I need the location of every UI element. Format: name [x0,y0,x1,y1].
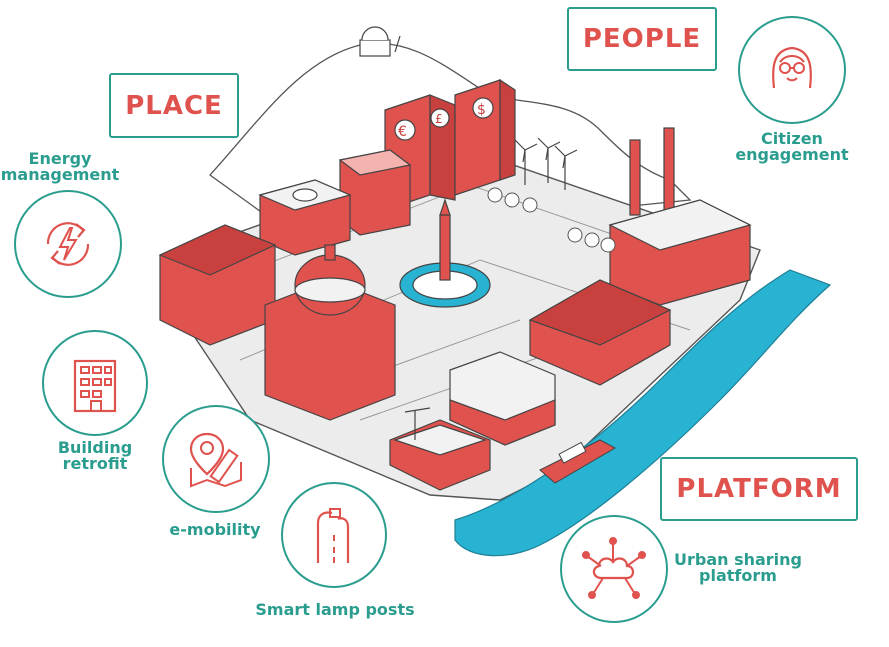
factory [608,127,752,306]
trees [487,187,616,253]
urban-sharing-platform-circle [560,515,668,623]
people-box: PEOPLE [567,7,717,71]
citizen-engagement-label: Citizen engagement [735,129,849,164]
fountain-plaza [399,198,491,308]
energy-cycle-icon [46,222,90,266]
river [454,269,832,557]
harbour-pier [389,407,491,491]
energy-management-circle [14,190,122,298]
e-mobility-label: e-mobility [169,520,261,539]
office-building [338,149,412,236]
pound-sign: £ [435,112,443,126]
building-retrofit-label: Building retrofit [57,438,133,473]
energy-management-label: Energy management [0,149,120,184]
boat [539,439,617,484]
cloud-network-icon [582,537,646,599]
place-title: PLACE [125,90,223,121]
brick-hall [158,224,277,346]
lamp-post-icon [316,508,350,563]
wind-turbines [514,137,578,190]
smart-lamp-posts-label: Smart lamp posts [255,600,415,619]
retrofit-building [449,351,556,446]
smart-lamp-posts-circle [281,482,387,588]
e-mobility-circle [162,405,270,513]
place-box: PLACE [109,73,239,138]
citizen-engagement-circle [738,16,846,124]
dollar-sign: $ [477,102,486,118]
woman-avatar-icon [772,46,812,89]
observatory [359,26,401,57]
building-icon [73,359,117,413]
platform-box: PLATFORM [660,457,858,521]
domed-building [264,244,396,421]
building-retrofit-circle [42,330,148,436]
people-title: PEOPLE [582,24,702,54]
map-pin-icon [189,432,242,488]
platform-title: PLATFORM [676,474,842,504]
urban-sharing-platform-label: Urban sharing platform [673,550,803,585]
helipad-building [258,179,352,256]
euro-sign: € [398,124,407,140]
row-houses [528,279,672,386]
